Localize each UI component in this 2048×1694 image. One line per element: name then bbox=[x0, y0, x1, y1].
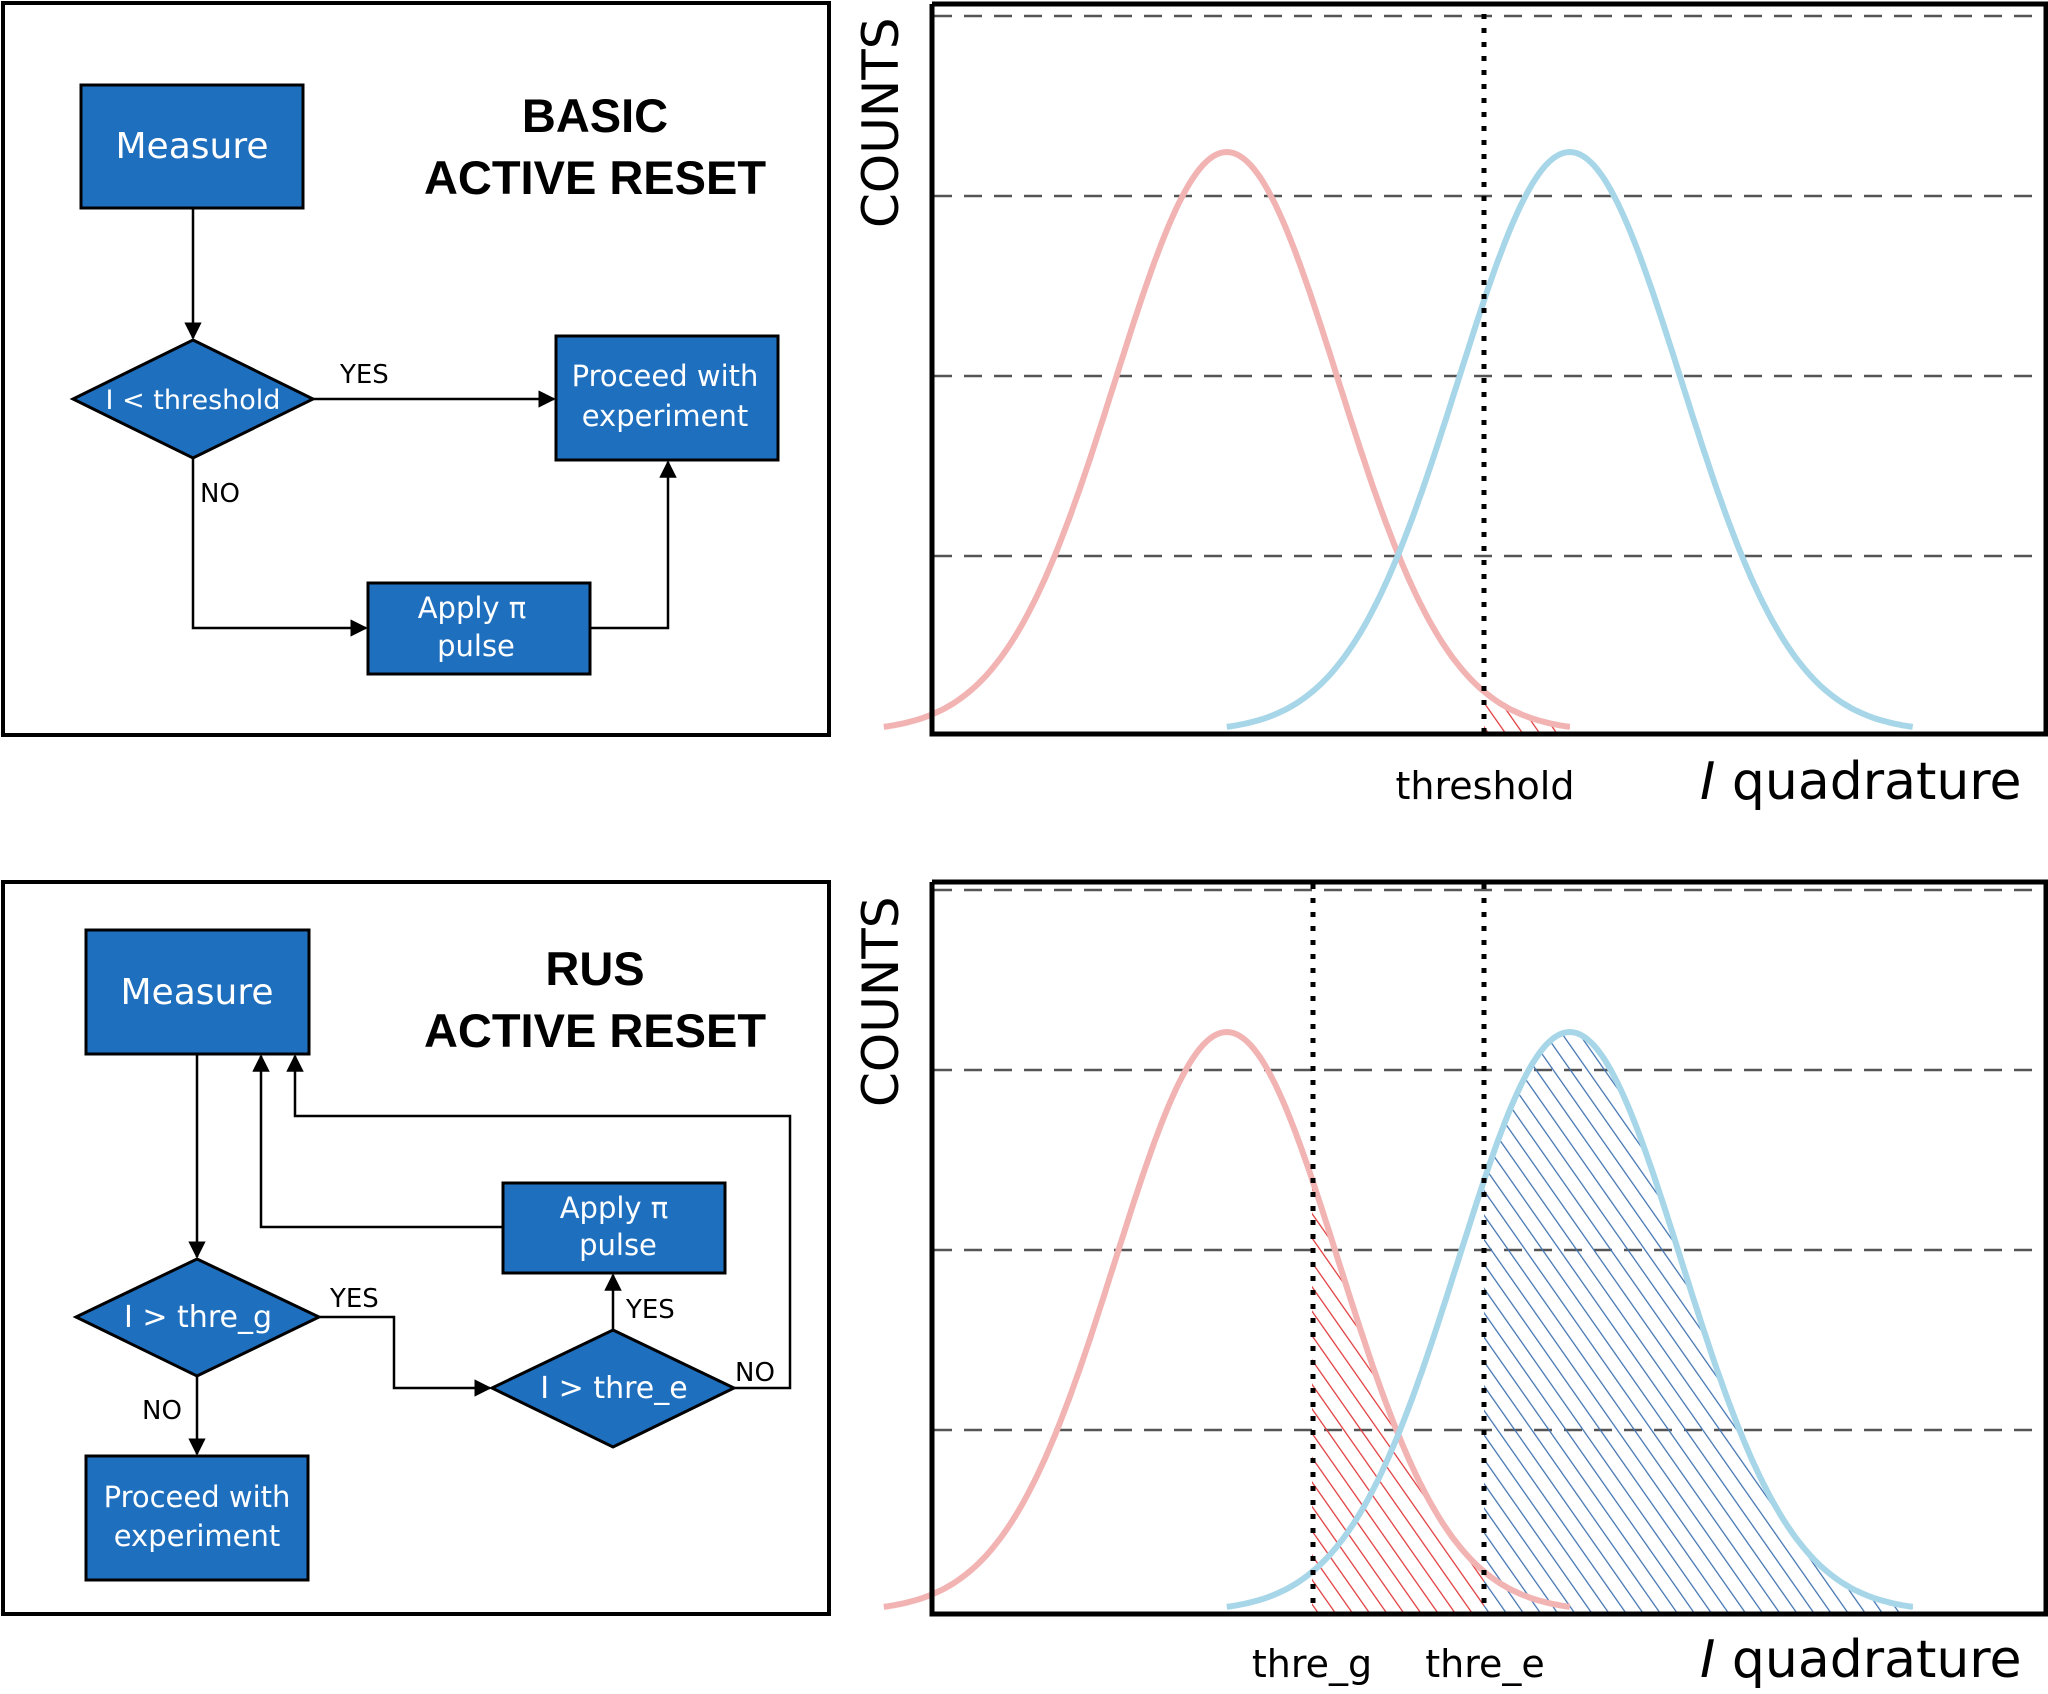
x-axis-label-rest: quadrature bbox=[1715, 1630, 2021, 1690]
rus-proceed-line2: experiment bbox=[114, 1519, 281, 1553]
rus-proceed-line1: Proceed with bbox=[104, 1480, 291, 1514]
basic-proceed-line1: Proceed with bbox=[572, 359, 759, 393]
rus-edge-no-e bbox=[286, 1054, 792, 1390]
x-axis-label-italic: I bbox=[1700, 752, 1715, 812]
rus-flowchart: RUS ACTIVE RESET Measure Apply π pulse I… bbox=[1, 880, 831, 1616]
ground-state-curve bbox=[883, 1028, 1571, 1610]
rus-decision-g-label: I > thre_g bbox=[124, 1300, 272, 1335]
basic-apply-line1: Apply π bbox=[418, 591, 527, 625]
ground-state-error-shading bbox=[1484, 691, 1570, 732]
plot-frame bbox=[929, 879, 2048, 1617]
basic-decision-label: I < threshold bbox=[106, 385, 281, 416]
rus-histogram: COUNTS thre_g thre_e I quadrature bbox=[852, 879, 2048, 1690]
y-axis-label: COUNTS bbox=[852, 17, 910, 228]
rus-no-g-label: NO bbox=[142, 1396, 182, 1426]
basic-measure-label: Measure bbox=[116, 126, 269, 167]
rus-yes-e-label: YES bbox=[625, 1295, 675, 1325]
rus-apply-line2: pulse bbox=[579, 1228, 657, 1262]
basic-histogram: COUNTS threshold I quadrature bbox=[852, 1, 2048, 812]
basic-apply-pi-box bbox=[366, 581, 592, 676]
x-axis-label-italic: I bbox=[1700, 1630, 1715, 1690]
plot-frame bbox=[929, 1, 2048, 737]
rus-title-line2: ACTIVE RESET bbox=[424, 1004, 766, 1057]
excited-state-curve bbox=[1226, 1028, 1914, 1610]
basic-panel-frame bbox=[1, 1, 831, 737]
ground-state-curve bbox=[883, 148, 1571, 730]
basic-edge-apply-to-proceed bbox=[590, 460, 677, 630]
basic-edge-no bbox=[191, 458, 368, 637]
rus-measure-box bbox=[84, 928, 311, 1056]
basic-yes-label: YES bbox=[339, 360, 389, 390]
rus-measure-label: Measure bbox=[121, 972, 274, 1013]
x-axis-label-rest: quadrature bbox=[1715, 752, 2021, 812]
basic-title-line1: BASIC bbox=[522, 89, 668, 142]
rus-panel-frame bbox=[1, 880, 831, 1616]
ground-between-thresholds-shading bbox=[1312, 1179, 1484, 1612]
excited-state-curve bbox=[1226, 148, 1914, 730]
basic-proceed-line2: experiment bbox=[582, 399, 749, 433]
basic-title-line2: ACTIVE RESET bbox=[424, 151, 766, 204]
thre-e-label: thre_e bbox=[1425, 1642, 1545, 1686]
x-axis-label: I quadrature bbox=[1700, 752, 2022, 812]
rus-apply-line1: Apply π bbox=[560, 1191, 669, 1225]
rus-edge-apply-to-measure bbox=[252, 1054, 503, 1229]
basic-apply-line2: pulse bbox=[437, 629, 515, 663]
rus-proceed-box bbox=[84, 1454, 310, 1582]
threshold-label: threshold bbox=[1396, 764, 1575, 808]
rus-edge-yes-g bbox=[319, 1315, 492, 1397]
basic-proceed-box bbox=[554, 334, 780, 462]
rus-yes-g-label: YES bbox=[329, 1284, 379, 1314]
x-axis-label: I quadrature bbox=[1700, 1630, 2022, 1690]
y-axis-label: COUNTS bbox=[852, 896, 910, 1107]
rus-decision-e-label: I > thre_e bbox=[540, 1371, 687, 1406]
basic-flowchart: BASIC ACTIVE RESET Measure I < threshold… bbox=[1, 1, 831, 737]
rus-decision-thre-e bbox=[488, 1328, 738, 1449]
basic-no-label: NO bbox=[200, 479, 240, 509]
thre-g-label: thre_g bbox=[1252, 1642, 1372, 1686]
rus-title-line1: RUS bbox=[545, 942, 644, 995]
rus-no-e-label: NO bbox=[735, 1358, 775, 1388]
